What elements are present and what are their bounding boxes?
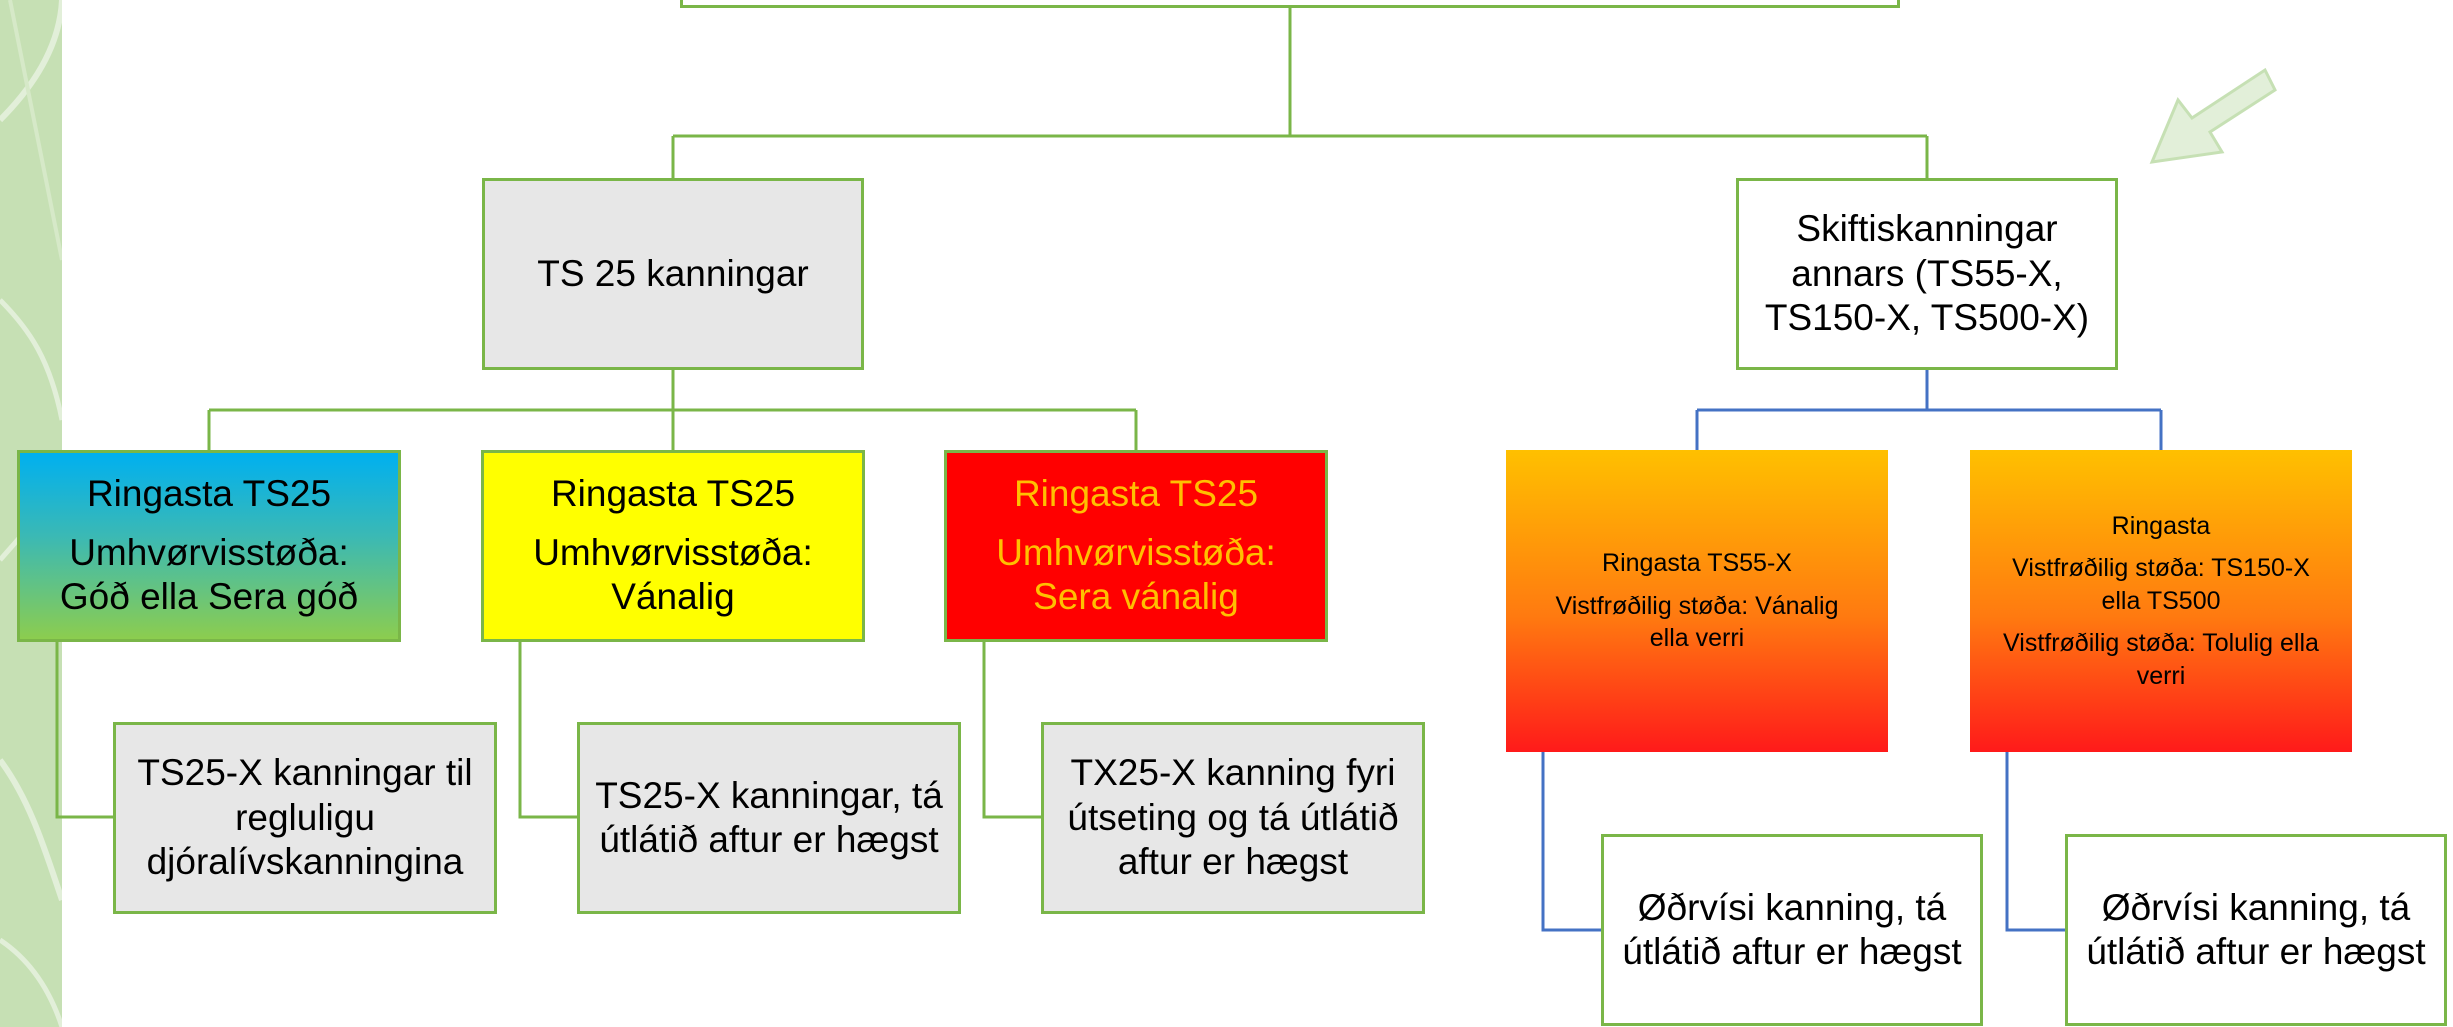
- node-action-ts55: Øðrvísi kanning, tá útlátið aftur er hæg…: [1601, 834, 1983, 1026]
- node-line: Skiftiskanningar: [1796, 208, 2058, 250]
- status-line: Umhvørvisstøða:: [69, 531, 349, 573]
- node-action-good: TS25-X kanningar til regluligu djóralívs…: [113, 722, 497, 914]
- node-status: Umhvørvisstøða: Góð ella Sera góð: [60, 531, 358, 620]
- node-action-ts150: Øðrvísi kanning, tá útlátið aftur er hæg…: [2065, 834, 2447, 1026]
- node-label: TS 25 kanningar: [537, 252, 809, 294]
- node-status: Vistfrøðilig støða: Vánalig ella verri: [1556, 590, 1839, 655]
- node-status: Umhvørvisstøða: Sera vánalig: [996, 531, 1276, 620]
- connector-ts55-action: [1541, 752, 1601, 932]
- node-line: Øðrvísi kanning, tá: [2101, 886, 2411, 928]
- status-line: Umhvørvisstøða:: [533, 531, 813, 573]
- node-line: útlátið aftur er hægst: [2086, 931, 2426, 972]
- arrow-icon: [2149, 67, 2277, 164]
- connector-normal-action: [518, 640, 577, 819]
- node-status: Vistfrøðilig støða: TS150-X ella TS500: [2012, 552, 2310, 617]
- node-line: TS150-X, TS500-X): [1764, 297, 2090, 339]
- status-line: Umhvørvisstøða:: [996, 531, 1276, 573]
- node-normal-status: Ringasta TS25 Umhvørvisstøða: Vánalig: [481, 450, 865, 642]
- node-line: Øðrvísi kanning, tá: [1637, 886, 1947, 928]
- node-title: Ringasta TS25: [1013, 473, 1259, 515]
- node-ts150-status: Ringasta Vistfrøðilig støða: TS150-X ell…: [1970, 450, 2352, 752]
- node-action-bad: TX25-X kanning fyri útseting og tá útlát…: [1041, 722, 1425, 914]
- connector-ts25-children: [207, 370, 1138, 450]
- connector-ts150-action: [2005, 752, 2065, 932]
- connector-root: [671, 6, 1929, 178]
- node-line: TS25-X kanningar, tá: [595, 774, 943, 816]
- node-title: Ringasta TS55-X: [1602, 549, 1792, 578]
- node-ts55-status: Ringasta TS55-X Vistfrøðilig støða: Vána…: [1506, 450, 1888, 752]
- node-line: regluligu: [235, 796, 375, 838]
- status-line: Góð ella Sera góð: [59, 576, 359, 618]
- status-line: Vistfrøðilig støða: Vánalig: [1555, 591, 1839, 620]
- connector-bad-action: [982, 640, 1041, 819]
- node-line: TX25-X kanning fyri: [1070, 752, 1396, 794]
- node-skiftiskanningar: Skiftiskanningar annars (TS55-X, TS150-X…: [1736, 178, 2118, 370]
- connector-good-action: [55, 640, 113, 819]
- status-line: Sera vánalig: [1033, 576, 1239, 618]
- node-line: útseting og tá útlátið: [1067, 796, 1399, 838]
- node-line: útlátið aftur er hægst: [1622, 931, 1962, 972]
- node-line: annars (TS55-X,: [1791, 252, 2063, 294]
- status-line: Vánalig: [611, 576, 735, 618]
- status-line: verri: [2136, 661, 2186, 690]
- status-line: ella verri: [1649, 624, 1745, 653]
- node-good-status: Ringasta TS25 Umhvørvisstøða: Góð ella S…: [17, 450, 401, 642]
- node-line: TS25-X kanningar til: [137, 752, 473, 794]
- node-ts25-kanningar: TS 25 kanningar: [482, 178, 864, 370]
- node-line: djóralívskanningina: [146, 841, 464, 883]
- node-line: aftur er hægst: [1117, 841, 1349, 883]
- status-line: Vistfrøðilig støða: Tolulig ella: [2003, 629, 2319, 658]
- status-line: Vistfrøðilig støða: TS150-X: [2012, 554, 2310, 583]
- status-line: ella TS500: [2101, 586, 2221, 615]
- root-box: [680, 0, 1900, 8]
- node-status: Vistfrøðilig støða: Tolulig ella verri: [2003, 627, 2319, 692]
- node-status: Umhvørvisstøða: Vánalig: [533, 531, 813, 620]
- node-title: Ringasta: [2111, 511, 2211, 540]
- node-line: útlátið aftur er hægst: [599, 819, 939, 860]
- node-bad-status: Ringasta TS25 Umhvørvisstøða: Sera vánal…: [944, 450, 1328, 642]
- node-title: Ringasta TS25: [550, 473, 796, 515]
- connector-skift-children: [1695, 370, 2163, 450]
- node-action-normal: TS25-X kanningar, tá útlátið aftur er hæ…: [577, 722, 961, 914]
- node-title: Ringasta TS25: [86, 473, 332, 515]
